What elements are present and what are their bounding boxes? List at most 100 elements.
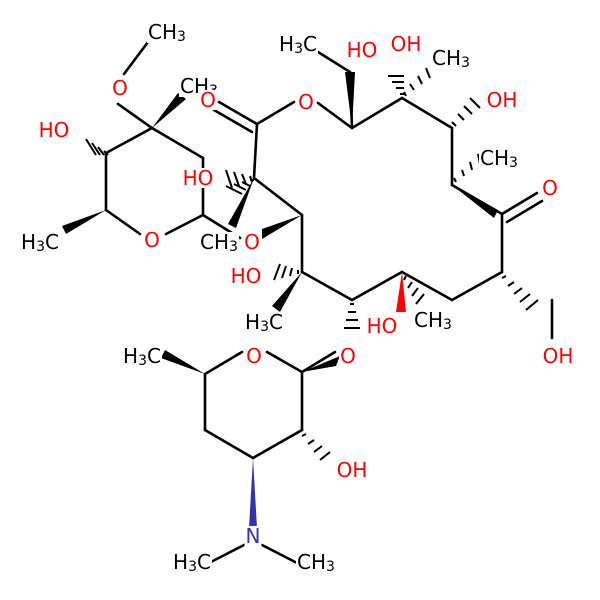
atom-label-background [485,90,519,110]
bond [116,102,154,130]
atom-label-background [37,120,71,140]
atom-label-background [296,552,336,573]
hash-bond [451,97,481,127]
bond [350,270,404,302]
atom-label-background [479,148,519,169]
atom-label-background [147,22,187,43]
wedge-bond [228,178,254,228]
wedge-bond [152,93,186,128]
hash-bond [403,275,425,305]
wedge-bond [161,350,205,374]
atom-label-ethyl-methyl: H3C [279,32,317,57]
atom-label-c2-hydroxyl: HO [183,166,214,190]
atom-label-desosamine-methyl: H3C [123,344,161,369]
atom-label-background [339,346,357,366]
atom-label-background [541,346,575,366]
atom-label-c11-hydroxyl: OH [487,88,518,112]
atom-label-background [365,316,399,336]
hash-bond [501,275,539,311]
atom-label-c6-hydroxyl: HO [367,314,398,338]
atom-label-background [229,266,263,286]
atom-label-background [389,34,423,54]
atom-label-background [297,92,315,112]
bond [164,213,205,236]
hash-bond [85,138,109,156]
atom-label-cladinose-ring-oxygen: O [144,228,160,252]
wedge-bond [62,210,106,234]
bond [316,101,354,130]
bond [252,122,259,180]
atom-label-background [172,552,212,573]
atom-label-background [122,346,162,367]
atom-label-background [20,232,60,253]
atom-label-c12-hydroxyl-2: OH [391,32,422,56]
atom-label-background [143,230,161,250]
wedge-bond [272,272,302,312]
atom-label-c4-hydroxyl: HO [231,264,262,288]
atom-label-dimethylamino-nitrogen: N [246,524,261,548]
bond [265,350,304,374]
atom-label-ring-ester-oxygen: O [298,90,314,114]
bond-layer [104,40,554,567]
atom-label-c2-methyl: CH3 [200,230,238,255]
atom-label-n-methyl-right: CH3 [297,550,335,575]
wedge-bond [345,72,355,128]
atom-label-layer: CH3OCH3HOOOH3CHOOHCH3OHCH3OHOOH3COCH3HOH… [20,20,575,575]
atom-label-background [111,78,129,98]
bond [350,96,404,130]
atom-label-background [244,312,284,333]
atom-label-c12-methyl: CH3 [432,46,470,71]
hash-bond [388,75,404,95]
atom-label-n-methyl-left: H3C [173,550,211,575]
bond [255,100,296,126]
bond [400,96,454,130]
bond [260,543,303,567]
wedge-bond [249,458,257,528]
atom-label-desosamine-ring-oxygen: O [246,344,262,368]
atom-label-background [199,232,239,253]
bond [212,108,254,134]
atom-label-hydroxymethyl-oxygen: OH [543,344,574,368]
atom-label-c10-methyl: CH3 [480,146,518,171]
bond [150,126,205,160]
atom-label-c12-hydroxyl: HO [347,38,378,62]
hash-bond [301,433,331,461]
bond [104,126,154,155]
bond [505,199,544,224]
hash-bond [225,179,254,195]
bond [500,191,539,216]
atom-label-methoxy-methyl: CH3 [148,20,186,45]
atom-label-c3-glycosidic-oxygen: O [244,230,260,254]
bond [316,50,352,74]
bond [217,100,259,126]
atom-label-background [413,310,453,331]
bond [251,428,304,460]
wedge-bond-layer [62,72,498,528]
wedge-bond [396,272,406,312]
bond [450,270,504,302]
atom-label-desosamine-hydroxyl: OH [337,458,368,482]
wedge-bond [262,215,302,239]
atom-label-background [541,178,559,198]
hash-bond [403,67,431,97]
atom-label-cladinose-hydroxyl: HO [39,118,70,142]
bond [122,40,150,76]
hash-bond [344,303,360,329]
atom-label-background [243,232,261,252]
bond [252,176,304,217]
bond [300,350,337,374]
bond [203,350,244,376]
wedge-bond [302,356,340,372]
atom-label-cladinose-methyl-left: H3C [21,230,59,255]
wedge-bond [452,185,498,218]
atom-label-background [181,168,215,188]
atom-label-background [431,48,471,69]
atom-label-background [199,90,217,110]
atom-label-ketone-oxygen: O [542,176,558,200]
atom-label-c5-glycosidic-oxygen: O [340,344,356,368]
hash-bond [273,263,299,281]
atom-label-background [244,526,262,546]
bond [203,428,255,460]
atom-label-background [335,460,369,480]
